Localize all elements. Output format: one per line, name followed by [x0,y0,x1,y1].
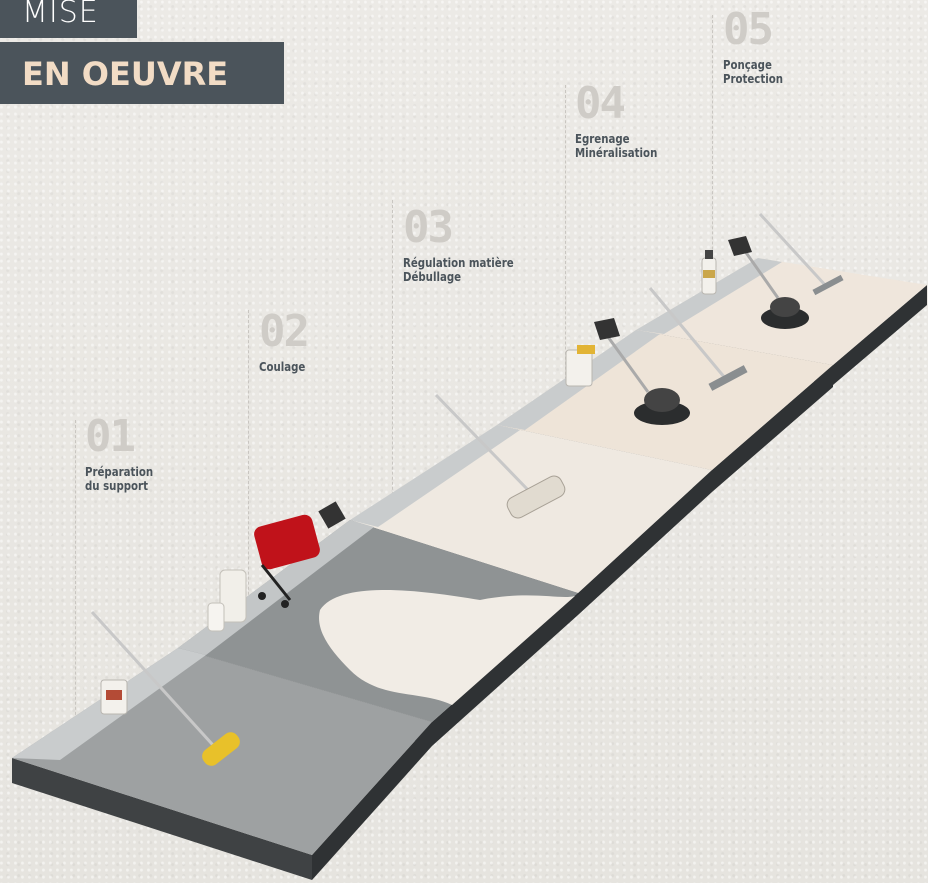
step-02-label-line1: Coulage [259,360,305,374]
step-03-label-line1: Régulation matière [403,256,514,270]
step-03-label-line2: Débullage [403,270,514,284]
step-01-label-line2: du support [85,479,153,493]
step-04-label-line2: Minéralisation [575,146,657,160]
bucket-icon [101,680,127,714]
step-02-number: 02 [259,310,314,354]
step-02-label: Coulage [259,360,305,374]
step-01: 01 Préparation du support [85,415,165,493]
step-05: 05 Ponçage Protection [723,8,794,86]
step-03-label: Régulation matière Débullage [403,256,514,284]
bag-icon [208,570,246,631]
step-04-number: 04 [575,82,672,126]
bottle-icon [702,250,716,294]
step-04: 04 Egrenage Minéralisation [575,82,672,160]
step-05-number: 05 [723,8,794,52]
step-01-number: 01 [85,415,165,459]
bottle-icon-04 [566,345,595,386]
step-05-label: Ponçage Protection [723,58,783,86]
step-04-label: Egrenage Minéralisation [575,132,657,160]
step-05-label-line1: Ponçage [723,58,783,72]
step-01-label: Préparation du support [85,465,153,493]
step-03-number: 03 [403,206,533,250]
step-02: 02 Coulage [259,310,314,374]
step-04-label-line1: Egrenage [575,132,657,146]
step-01-label-line1: Préparation [85,465,153,479]
step-03: 03 Régulation matière Débullage [403,206,533,284]
step-05-label-line2: Protection [723,72,783,86]
